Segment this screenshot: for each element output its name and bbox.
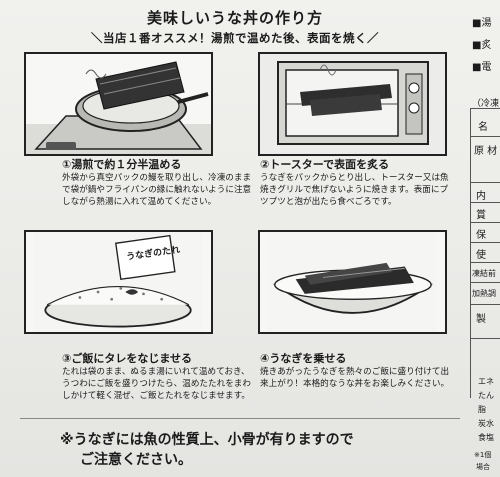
- rice-bowl-sauce-icon: [34, 232, 203, 332]
- footnote-0: ※1個: [474, 451, 492, 459]
- bone-warning: ※うなぎには魚の性質上、小骨が有りますので ご注意ください。: [60, 430, 430, 470]
- table-label-2: 内: [476, 191, 486, 202]
- step4-body: 焼きあがったうなぎを熱々のご飯に盛り付けて出来上がり！本格的なうな丼をお楽しみく…: [260, 367, 450, 390]
- boiling-pot-icon: [26, 61, 211, 154]
- table-line: [470, 136, 500, 137]
- page-subtitle: ＼当店１番オススメ！湯煎で温めた後、表面を焼く／: [91, 31, 379, 45]
- nutrition-label-3: 炭水: [478, 419, 494, 428]
- step4-heading: ④うなぎを乗せる: [260, 352, 347, 365]
- nutrition-label-0: エネ: [478, 377, 494, 386]
- table-label-6: 凍結前: [472, 269, 496, 278]
- page-title: 美味しいうな丼の作り方: [146, 9, 323, 27]
- nutrition-label-4: 食塩: [478, 433, 494, 442]
- step2-heading: ②トースターで表面を炙る: [260, 158, 390, 171]
- table-label-3: 賞: [476, 210, 486, 221]
- table-line: [470, 262, 500, 263]
- warning-line-1: ※うなぎには魚の性質上、小骨が有りますので: [60, 432, 354, 448]
- step3-body: たれは袋のまま、ぬるま湯にいれて温めておき、うつわにご飯を盛りつけたら、温めたた…: [62, 367, 251, 402]
- table-line: [470, 108, 500, 109]
- step4-illustration: [258, 230, 447, 334]
- warning-line-2: ご注意ください。: [80, 452, 192, 468]
- table-label-4: 保: [476, 230, 486, 241]
- table-line: [470, 182, 500, 183]
- table-line: [470, 304, 500, 305]
- table-label-8: 製: [476, 314, 486, 325]
- section-divider: [20, 418, 460, 419]
- table-line: [470, 282, 500, 283]
- step1-body: 外袋から真空パックの鰻を取り出し、冷凍のままで袋が鍋やフライパンの縁に触れないよ…: [62, 173, 252, 208]
- right-paren-note: （冷凍: [472, 99, 500, 109]
- right-item-2: ■電: [472, 62, 492, 73]
- unadon-bowl-icon: [268, 232, 437, 332]
- right-item-0: ■湯: [472, 18, 492, 29]
- nutrition-label-2: 脂: [478, 405, 486, 414]
- table-line: [470, 222, 500, 223]
- nutrition-label-1: たん: [478, 391, 494, 400]
- step2-illustration: [258, 52, 447, 156]
- step3-heading: ③ご飯にタレをなじませる: [62, 352, 192, 365]
- table-line: [470, 338, 500, 339]
- table-label-1: 原 材: [474, 146, 498, 157]
- right-item-1: ■炙: [472, 40, 492, 51]
- table-line: [470, 202, 500, 203]
- step1-illustration: [24, 52, 213, 156]
- table-label-0: 名: [478, 122, 488, 133]
- step3-illustration: うなぎのたれ: [24, 230, 213, 334]
- step1-heading: ①湯煎で約１分半温める: [62, 158, 182, 171]
- table-label-5: 使: [476, 250, 486, 261]
- toaster-icon: [260, 54, 445, 154]
- table-line: [470, 242, 500, 243]
- step2-body: うなぎをパックからとり出し、トースター又は魚焼きグリルで焦げないように焼きます。…: [260, 173, 449, 208]
- label-table-frame: [470, 108, 500, 398]
- table-label-7: 加熱調: [472, 289, 496, 298]
- footnote-1: 場合: [476, 463, 490, 471]
